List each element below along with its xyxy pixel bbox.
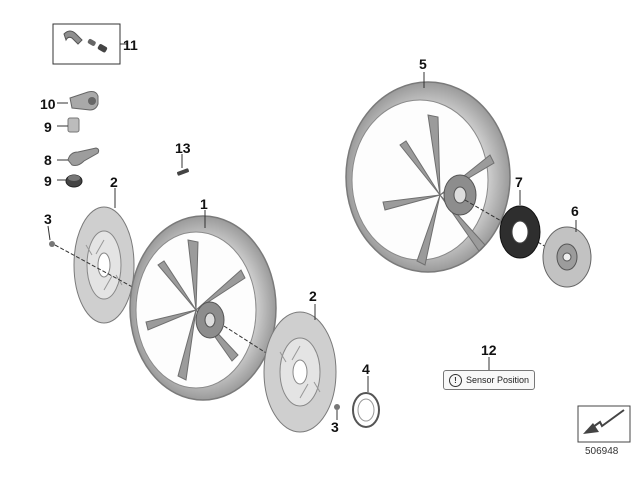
callout-3-left: 3 bbox=[44, 211, 52, 227]
sensor-position-text: Sensor Position bbox=[466, 375, 530, 385]
callout-7: 7 bbox=[515, 174, 523, 190]
callout-9-bottom: 9 bbox=[44, 173, 52, 189]
callout-9-top: 9 bbox=[44, 119, 52, 135]
valve-parts bbox=[57, 91, 100, 188]
callout-3-right: 3 bbox=[331, 419, 339, 435]
warning-icon: ! bbox=[449, 373, 462, 387]
callout-11: 11 bbox=[123, 37, 138, 53]
front-wheel bbox=[129, 210, 286, 401]
callout-6: 6 bbox=[571, 203, 579, 219]
brake-disc-left bbox=[47, 188, 139, 324]
document-number: 506948 bbox=[585, 446, 619, 457]
callout-13: 13 bbox=[175, 140, 191, 156]
callout-2-left: 2 bbox=[110, 174, 118, 190]
callout-4: 4 bbox=[362, 361, 370, 377]
callout-2-right: 2 bbox=[309, 288, 317, 304]
small-pin bbox=[176, 154, 190, 176]
sprocket-carrier bbox=[542, 220, 592, 288]
valve-set-box bbox=[52, 23, 128, 65]
callout-5: 5 bbox=[419, 56, 427, 72]
arrow-corner-icon bbox=[577, 405, 631, 443]
callout-8: 8 bbox=[44, 152, 52, 168]
callout-1: 1 bbox=[200, 196, 208, 212]
brake-disc-right bbox=[263, 304, 380, 433]
sensor-position-label: ! Sensor Position bbox=[443, 370, 535, 390]
callout-12: 12 bbox=[481, 342, 497, 358]
damper bbox=[499, 190, 541, 259]
callout-10: 10 bbox=[40, 96, 56, 112]
